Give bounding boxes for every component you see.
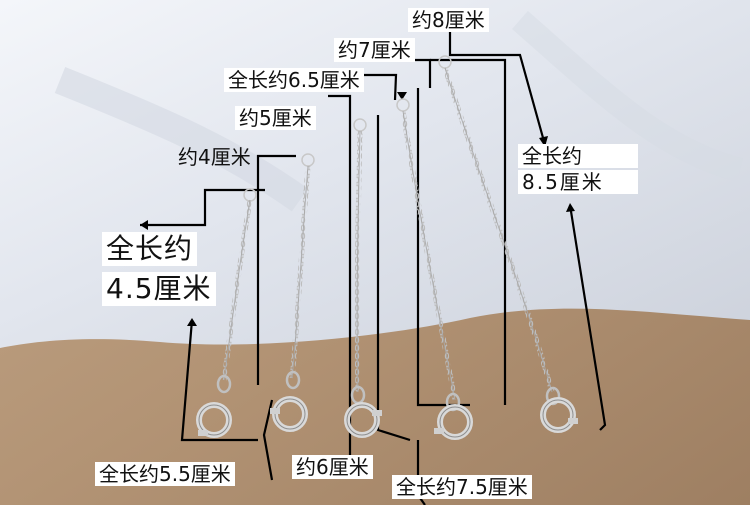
total-length-label-5-5cm: 全长约5.5厘米	[95, 462, 235, 486]
total-length-label-4-5cm-line1: 全长约	[102, 232, 198, 266]
length-label-5cm: 约5厘米	[235, 106, 316, 130]
length-label-6cm: 约6厘米	[292, 455, 373, 479]
total-length-label-8-5cm-line1: 全长约	[518, 144, 638, 168]
spring-ring-clasp	[196, 396, 578, 440]
total-length-label-4-5cm-line2: 4.5厘米	[102, 272, 216, 306]
total-length-label-6-5cm: 全长约6.5厘米	[224, 68, 364, 92]
total-length-label-8-5cm-line2: 8.5厘米	[518, 170, 638, 194]
length-label-8cm: 约8厘米	[408, 8, 489, 32]
total-length-label-7-5cm: 全长约7.5厘米	[392, 475, 532, 499]
length-label-4cm: 约4厘米	[178, 145, 251, 169]
length-label-7cm: 约7厘米	[334, 38, 415, 62]
satin-fold	[512, 10, 744, 182]
silver-chain	[223, 67, 553, 401]
satin-fold	[54, 67, 309, 212]
